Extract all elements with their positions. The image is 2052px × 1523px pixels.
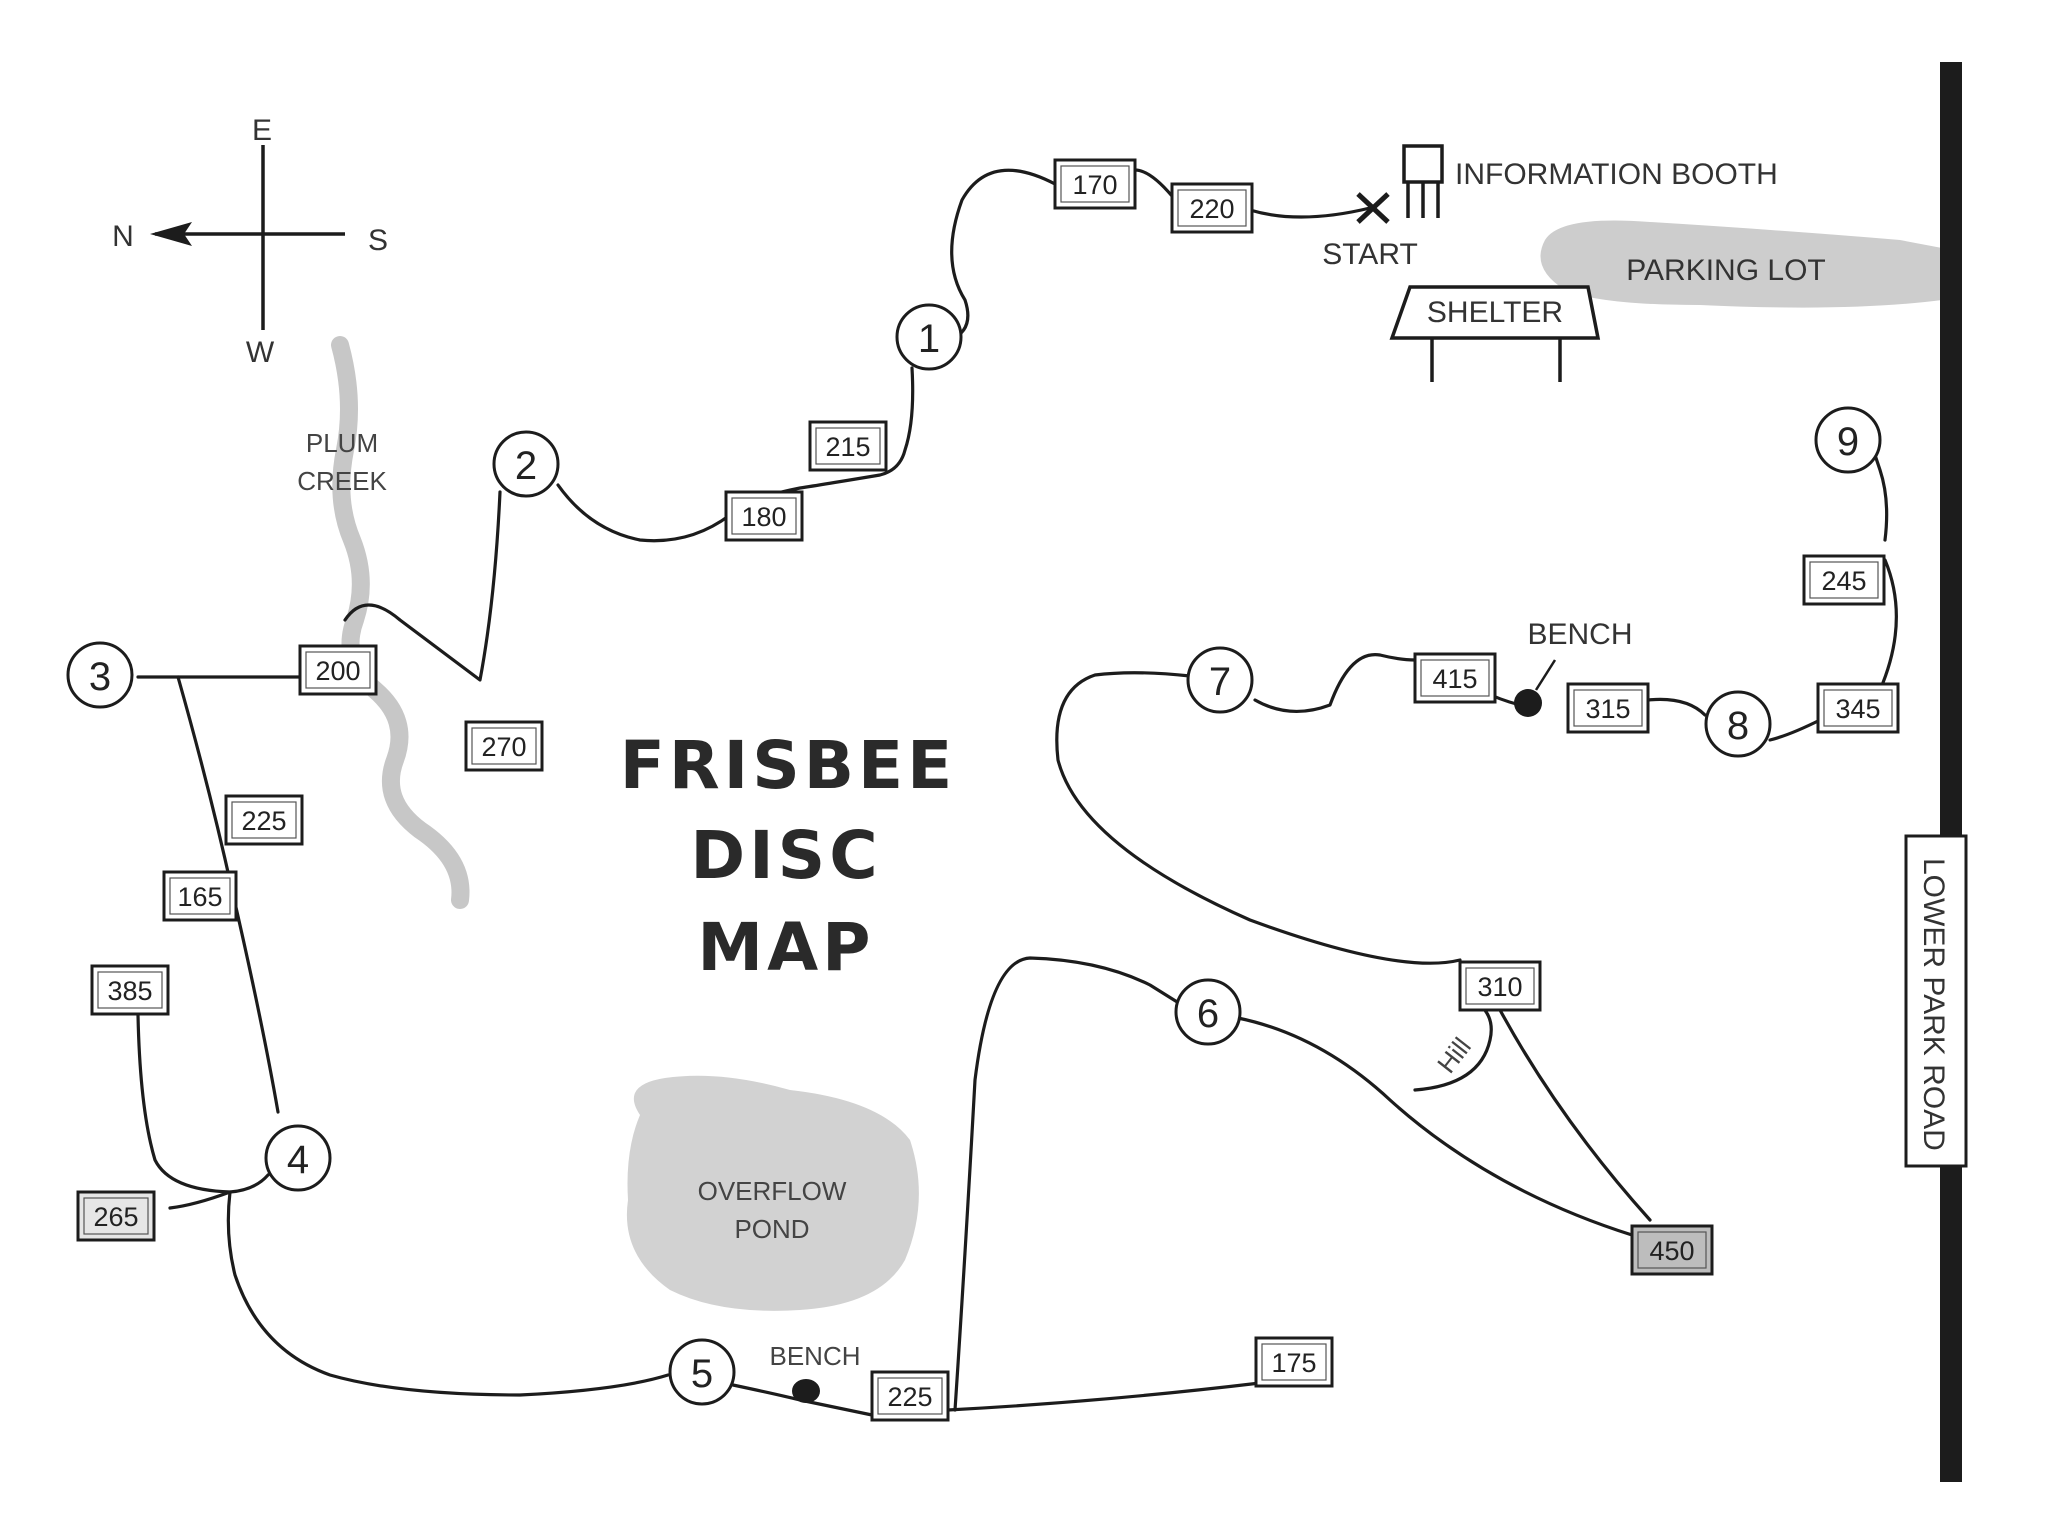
shelter-label: SHELTER — [1427, 296, 1563, 329]
distance-215: 215 — [808, 420, 888, 472]
svg-text:225: 225 — [241, 806, 286, 836]
shelter-icon — [1389, 285, 1601, 382]
svg-text:8: 8 — [1727, 704, 1749, 748]
distance-450: 450 — [1630, 1224, 1714, 1276]
hole-2: 2 — [492, 430, 560, 498]
hole-8: 8 — [1704, 690, 1772, 758]
distance-165: 165 — [162, 870, 238, 922]
distance-225-west: 225 — [224, 794, 304, 846]
plum-creek-label-2: CREEK — [297, 466, 387, 496]
overflow-pond-area — [626, 1075, 919, 1311]
svg-text:170: 170 — [1072, 170, 1117, 200]
svg-text:1: 1 — [918, 317, 940, 361]
parking-lot-label: PARKING LOT — [1626, 254, 1825, 287]
lower-park-road — [1940, 62, 1962, 1482]
distance-175: 175 — [1254, 1336, 1334, 1388]
map-title-line1: FRISBEE — [620, 727, 956, 804]
overflow-pond-label-1: OVERFLOW — [698, 1176, 847, 1206]
hole-5: 5 — [668, 1338, 736, 1406]
path-225-6 — [953, 956, 1184, 1412]
hole-7: 7 — [1186, 646, 1254, 714]
svg-text:165: 165 — [177, 882, 222, 912]
svg-text:215: 215 — [825, 432, 870, 462]
information-booth-label: INFORMATION BOOTH — [1455, 158, 1778, 191]
svg-text:200: 200 — [315, 656, 360, 686]
distance-265: 265 — [76, 1190, 156, 1242]
information-booth-icon — [1402, 144, 1444, 218]
path-225-175 — [946, 1381, 1262, 1412]
path-310-450 — [1498, 1008, 1652, 1222]
path-hill — [1413, 1003, 1493, 1092]
svg-text:180: 180 — [741, 502, 786, 532]
hole-6: 6 — [1174, 978, 1242, 1046]
start-label: START — [1322, 238, 1418, 271]
map-title-line3: MAP — [697, 909, 874, 986]
path-6-450 — [1236, 1016, 1634, 1237]
svg-text:310: 310 — [1477, 972, 1522, 1002]
svg-text:220: 220 — [1189, 194, 1234, 224]
distance-220: 220 — [1170, 182, 1254, 234]
svg-text:415: 415 — [1432, 664, 1477, 694]
road-label: LOWER PARK ROAD — [1917, 858, 1950, 1151]
distance-415: 415 — [1413, 652, 1497, 704]
distance-180: 180 — [724, 490, 804, 542]
path-2-3 — [136, 490, 502, 682]
compass-east: E — [252, 114, 272, 147]
trail-paths — [136, 168, 1898, 1417]
svg-text:175: 175 — [1271, 1348, 1316, 1378]
path-1-2 — [556, 366, 915, 543]
svg-text:265: 265 — [93, 1202, 138, 1232]
svg-text:9: 9 — [1837, 420, 1859, 464]
svg-text:225: 225 — [887, 1382, 932, 1412]
distance-315: 315 — [1566, 682, 1650, 734]
path-7-310 — [1055, 671, 1462, 965]
svg-text:2: 2 — [515, 444, 537, 488]
path-4-265 — [168, 1190, 670, 1397]
bench-top-label: BENCH — [1527, 618, 1632, 651]
plum-creek-label-1: PLUM — [306, 428, 378, 458]
svg-text:3: 3 — [89, 655, 111, 699]
svg-text:7: 7 — [1209, 660, 1231, 704]
path-385-4 — [136, 1013, 270, 1194]
svg-text:450: 450 — [1649, 1236, 1694, 1266]
bench-top-pointer — [1534, 659, 1557, 691]
start-marker-icon — [1356, 192, 1390, 224]
compass-west: W — [246, 336, 275, 369]
distance-170: 170 — [1053, 158, 1137, 210]
hole-3: 3 — [66, 641, 134, 709]
hole-4: 4 — [264, 1124, 332, 1192]
distance-225-south: 225 — [870, 1370, 950, 1422]
compass-north: N — [112, 220, 134, 253]
road-label-box — [1904, 834, 1968, 1168]
svg-text:5: 5 — [691, 1352, 713, 1396]
svg-text:315: 315 — [1585, 694, 1630, 724]
distance-270: 270 — [464, 720, 544, 772]
bench-top-icon — [1514, 689, 1542, 717]
svg-text:345: 345 — [1835, 694, 1880, 724]
svg-text:4: 4 — [287, 1138, 309, 1182]
distance-310: 310 — [1458, 960, 1542, 1012]
compass-south: S — [368, 224, 388, 257]
distance-245: 245 — [1802, 554, 1886, 606]
parking-lot-area — [1540, 220, 1942, 308]
bench-bottom-label: BENCH — [769, 1341, 860, 1371]
north-arrow-icon — [150, 222, 192, 246]
hole-1: 1 — [895, 303, 963, 371]
svg-text:245: 245 — [1821, 566, 1866, 596]
svg-text:6: 6 — [1197, 992, 1219, 1036]
path-start-1 — [948, 168, 1372, 342]
svg-text:385: 385 — [107, 976, 152, 1006]
distance-345: 345 — [1816, 682, 1900, 734]
svg-text:270: 270 — [481, 732, 526, 762]
bench-bottom-icon — [792, 1379, 820, 1403]
overflow-pond-label-2: POND — [734, 1214, 809, 1244]
compass: E N S W — [112, 114, 388, 369]
hole-9: 9 — [1814, 406, 1882, 474]
distance-385: 385 — [90, 964, 170, 1016]
map-title-line2: DISC — [690, 817, 881, 894]
distance-200: 200 — [298, 644, 378, 696]
